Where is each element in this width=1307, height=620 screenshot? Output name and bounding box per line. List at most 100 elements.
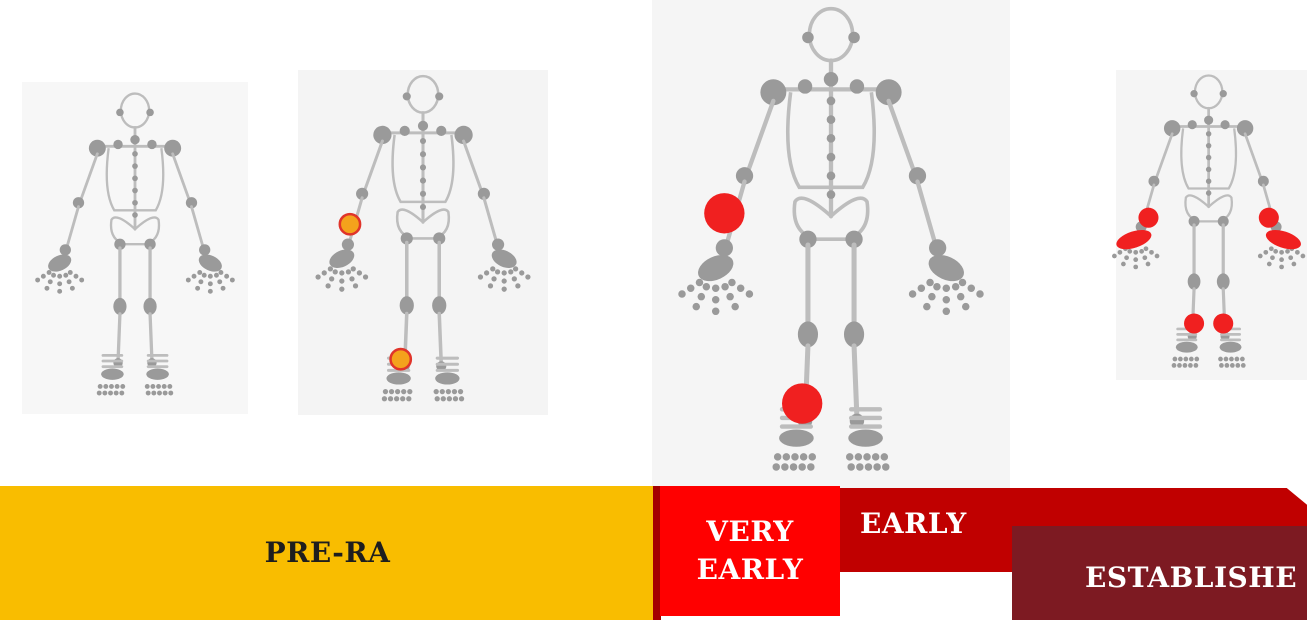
toe-bone [872, 453, 879, 460]
finger-bone [693, 303, 700, 310]
toe-bone [119, 391, 124, 396]
vertebra [827, 134, 836, 143]
toe-bone [382, 396, 387, 401]
toe-bone [800, 453, 807, 460]
skull [121, 94, 149, 128]
finger-bone [1146, 262, 1151, 267]
stage-band-established: ESTABLISHE [1012, 526, 1307, 620]
finger-bone [1258, 254, 1263, 259]
toe-bone [389, 389, 394, 394]
finger-bone [962, 303, 969, 310]
vertebra [420, 151, 426, 157]
finger-bone [315, 274, 320, 279]
finger-bone [1118, 250, 1123, 255]
clavicle-joint [113, 140, 122, 149]
skull [408, 76, 438, 113]
finger-bone [721, 283, 728, 290]
toe-bone [98, 384, 103, 389]
skeleton-drawing [298, 70, 548, 415]
foot [146, 369, 169, 380]
wrist-left [716, 239, 733, 256]
clavicle-joint [147, 140, 156, 149]
toe-bone [163, 391, 168, 396]
finger-bone [943, 308, 950, 315]
foot [848, 429, 883, 446]
ear [435, 92, 443, 100]
finger-bone [1301, 254, 1306, 259]
stage-band-pre-ra: PRE-RA [0, 486, 655, 620]
skeleton-drawing [652, 0, 1010, 490]
finger-bone [1288, 255, 1293, 260]
finger-bone [1267, 262, 1272, 267]
toe-bone [1178, 357, 1183, 362]
foot [101, 369, 124, 380]
finger-bone [1295, 250, 1300, 255]
toe-bone [1172, 363, 1177, 368]
forearm-right [192, 207, 203, 247]
vertebra [132, 163, 138, 169]
finger-bone [495, 269, 500, 274]
toe-bone [459, 396, 464, 401]
finger-bone [339, 287, 344, 292]
affected-joint-wrist [704, 193, 744, 233]
finger-bone [353, 283, 358, 288]
toe-bone [406, 396, 411, 401]
finger-bone [712, 308, 719, 315]
toe-bone [97, 391, 102, 396]
wrist-right [929, 239, 946, 256]
finger-bone [502, 270, 507, 275]
upper-arm-right [173, 154, 190, 201]
finger-bone [79, 278, 84, 283]
affected-joint-ankle-right [1213, 313, 1233, 333]
toe-bone [1229, 357, 1234, 362]
finger-bone [502, 278, 507, 283]
toe-bone [151, 391, 156, 396]
neck-vertebra [1204, 116, 1213, 125]
finger-bone [1279, 265, 1284, 270]
clavicle-joint [436, 126, 446, 136]
toe-bone [383, 389, 388, 394]
toe-bone [1218, 357, 1223, 362]
finger-bone [737, 284, 744, 291]
finger-bone [197, 270, 202, 275]
finger-bone [208, 274, 213, 279]
finger-bone [926, 279, 933, 286]
finger-bone [1279, 257, 1284, 262]
stage-label-very-early: VERY EARLY [697, 513, 804, 589]
skull [1195, 75, 1222, 108]
skull [809, 9, 852, 61]
finger-bone [218, 270, 223, 275]
toe-bone [1194, 363, 1199, 368]
finger-bone [1133, 257, 1138, 262]
forearm-left [67, 207, 78, 247]
finger-bone [1139, 249, 1144, 254]
clavicle-joint [400, 126, 410, 136]
vertebra [420, 178, 426, 184]
vertebra [420, 191, 426, 197]
finger-bone [698, 293, 705, 300]
finger-bone [923, 303, 930, 310]
toe-bone [1225, 363, 1230, 368]
finger-bone [328, 266, 333, 271]
finger-bone [678, 290, 685, 297]
finger-bone [515, 283, 520, 288]
clavicle-joint [850, 79, 864, 93]
finger-bone [57, 289, 62, 294]
finger-bone [703, 283, 710, 290]
forearm-right [484, 198, 496, 241]
finger-bone [959, 279, 966, 286]
upper-arm-left [1156, 134, 1172, 180]
finger-bone [1112, 254, 1117, 259]
vertebra [1206, 190, 1211, 195]
vertebra [132, 151, 138, 157]
wrist-right [492, 238, 504, 250]
toe-bone [115, 384, 120, 389]
finger-bone [508, 269, 513, 274]
neck-vertebra [824, 72, 838, 86]
toe-bone [446, 389, 451, 394]
finger-bone [329, 276, 334, 281]
vertebra [1206, 167, 1211, 172]
finger-bone [490, 266, 495, 271]
skeleton-figure-4 [1116, 70, 1307, 380]
toe-bone [798, 463, 805, 470]
